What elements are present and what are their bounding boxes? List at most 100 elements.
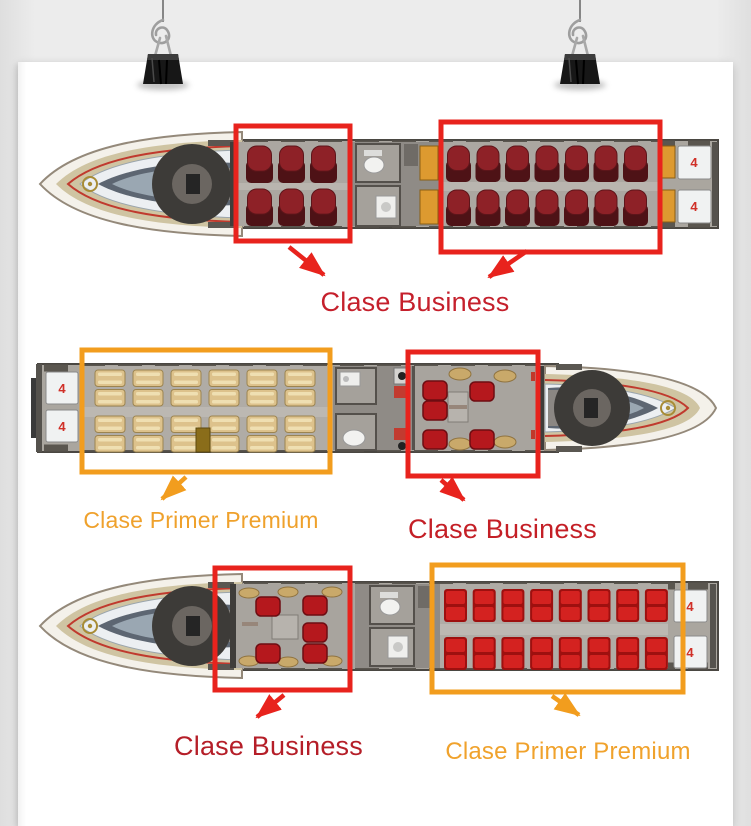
highlight-premium — [79, 347, 333, 475]
caption-middle-premium: Clase Primer Premium — [83, 507, 319, 533]
highlight-business-large — [438, 119, 663, 255]
driver-desk — [186, 616, 200, 636]
gangway — [31, 378, 38, 438]
sink-bowl — [393, 642, 403, 652]
clip-shadow — [137, 80, 189, 90]
seat-list-vip — [422, 380, 495, 450]
seat-grid-premium — [94, 369, 316, 453]
door-number: 4 — [58, 381, 66, 396]
arrow-premium — [160, 475, 188, 501]
cab-door — [208, 582, 234, 588]
caption-bottom-business: Clase Business — [174, 731, 363, 761]
lounger — [238, 587, 260, 599]
toilet — [342, 429, 366, 447]
emblem — [660, 400, 676, 416]
highlight-business — [212, 565, 353, 693]
train-diagram-middle: 4 4 — [31, 347, 718, 502]
highlight-business — [405, 349, 541, 479]
end-wall — [710, 584, 716, 668]
arrow-business — [255, 693, 286, 719]
binder-clip-icon — [560, 0, 600, 85]
arrow-business-right — [487, 249, 529, 279]
lounger — [448, 437, 472, 451]
door-number: 4 — [58, 419, 66, 434]
door-number: 4 — [690, 155, 698, 170]
highlight-business-small — [233, 123, 353, 244]
lounger — [493, 435, 517, 449]
bulkhead — [230, 142, 236, 226]
end-wall — [712, 142, 718, 226]
arrow-business — [439, 476, 466, 502]
aisle — [84, 407, 332, 417]
fixture — [339, 371, 361, 387]
toilet — [363, 156, 385, 174]
binder-clip-icon — [143, 0, 183, 85]
luggage-rack — [661, 189, 676, 223]
luggage-rack — [661, 145, 676, 179]
luggage-rack — [419, 145, 439, 181]
seat-grid-premium — [444, 589, 668, 670]
caption-bottom-premium: Clase Primer Premium — [445, 738, 691, 765]
driver-desk — [584, 398, 598, 418]
sink-bowl — [381, 202, 391, 212]
cab-door — [556, 364, 582, 370]
closet — [404, 144, 418, 166]
extinguisher-mark — [531, 372, 535, 381]
train-diagram-top: 4 4 — [38, 119, 719, 279]
emblem-dot — [87, 623, 93, 629]
lounger — [321, 586, 343, 598]
aisle — [442, 182, 660, 191]
emblem-dot — [87, 181, 93, 187]
vip-text-mark — [449, 405, 467, 409]
aisle — [440, 624, 668, 635]
door-panel — [677, 145, 712, 180]
cab-door — [208, 664, 234, 670]
attendant-seat-dot — [398, 442, 406, 450]
seat-grid-large-business — [446, 145, 648, 226]
cab-door — [208, 222, 234, 228]
door-panel — [45, 409, 79, 443]
luggage-rack — [419, 189, 439, 225]
lounger — [277, 656, 299, 668]
door-panel — [45, 371, 79, 405]
seat-list-vip — [255, 595, 328, 664]
door-number: 4 — [686, 599, 694, 614]
emblem — [82, 176, 98, 192]
lounger — [448, 367, 472, 381]
extinguisher-mark — [531, 430, 535, 439]
fixture-dial — [343, 376, 349, 382]
train-diagram-bottom: 4 4 — [38, 562, 719, 719]
lounger — [277, 586, 299, 598]
seat-grid-small-business — [246, 145, 337, 226]
caption-top-business: Clase Business — [320, 287, 510, 317]
driver-desk — [186, 174, 200, 194]
cab-door — [208, 140, 234, 146]
attendant-seat-dot — [398, 372, 406, 380]
binder-clip-left — [139, 0, 187, 90]
vip-wall — [412, 366, 415, 450]
arrow-business-left — [287, 245, 326, 277]
clip-shadow — [554, 80, 606, 90]
door-panel — [677, 189, 712, 224]
emblem-dot — [665, 405, 671, 411]
bulkhead — [540, 366, 546, 450]
vip-text-mark — [242, 622, 258, 626]
door-number: 4 — [686, 645, 694, 660]
closet — [418, 586, 432, 608]
toilet — [379, 598, 401, 616]
emblem — [82, 618, 98, 634]
caption-middle-business: Clase Business — [408, 514, 597, 544]
cab-door — [556, 446, 582, 452]
vip-table — [271, 614, 299, 640]
binder-clip-right — [556, 0, 604, 90]
arrow-premium — [550, 693, 581, 717]
lounger — [493, 369, 517, 383]
end-wall — [36, 364, 42, 452]
door-number: 4 — [690, 199, 698, 214]
toilet-tank — [380, 592, 398, 598]
aisle — [236, 183, 350, 190]
cabin-table — [195, 427, 211, 453]
bulkhead — [230, 584, 236, 668]
highlight-premium — [429, 562, 686, 695]
